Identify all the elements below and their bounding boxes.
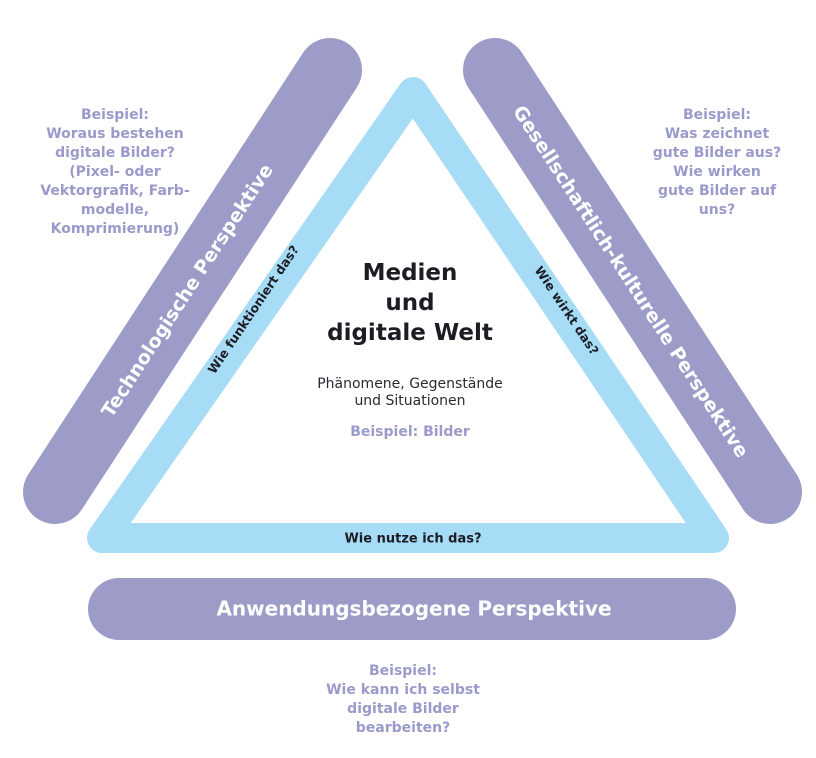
application-label: Anwendungsbezogene Perspektive [216,597,611,621]
center-subtitle: Phänomene, Gegenstände und Situationen [317,376,503,409]
technological-band [23,38,362,524]
application-example: Beispiel: Wie kann ich selbst digitale B… [326,663,480,736]
media-triangle [87,77,729,553]
technological-example: Beispiel: Woraus bestehen digitale Bilde… [40,107,190,237]
sociocultural-band [463,38,802,524]
application-band [88,578,736,640]
center-title: Medien und digitale Welt [327,260,493,346]
center-example: Beispiel: Bilder [350,424,470,440]
question-bottom: Wie nutze ich das? [344,532,481,547]
sociocultural-example: Beispiel: Was zeichnet gute Bilder aus? … [652,107,782,218]
